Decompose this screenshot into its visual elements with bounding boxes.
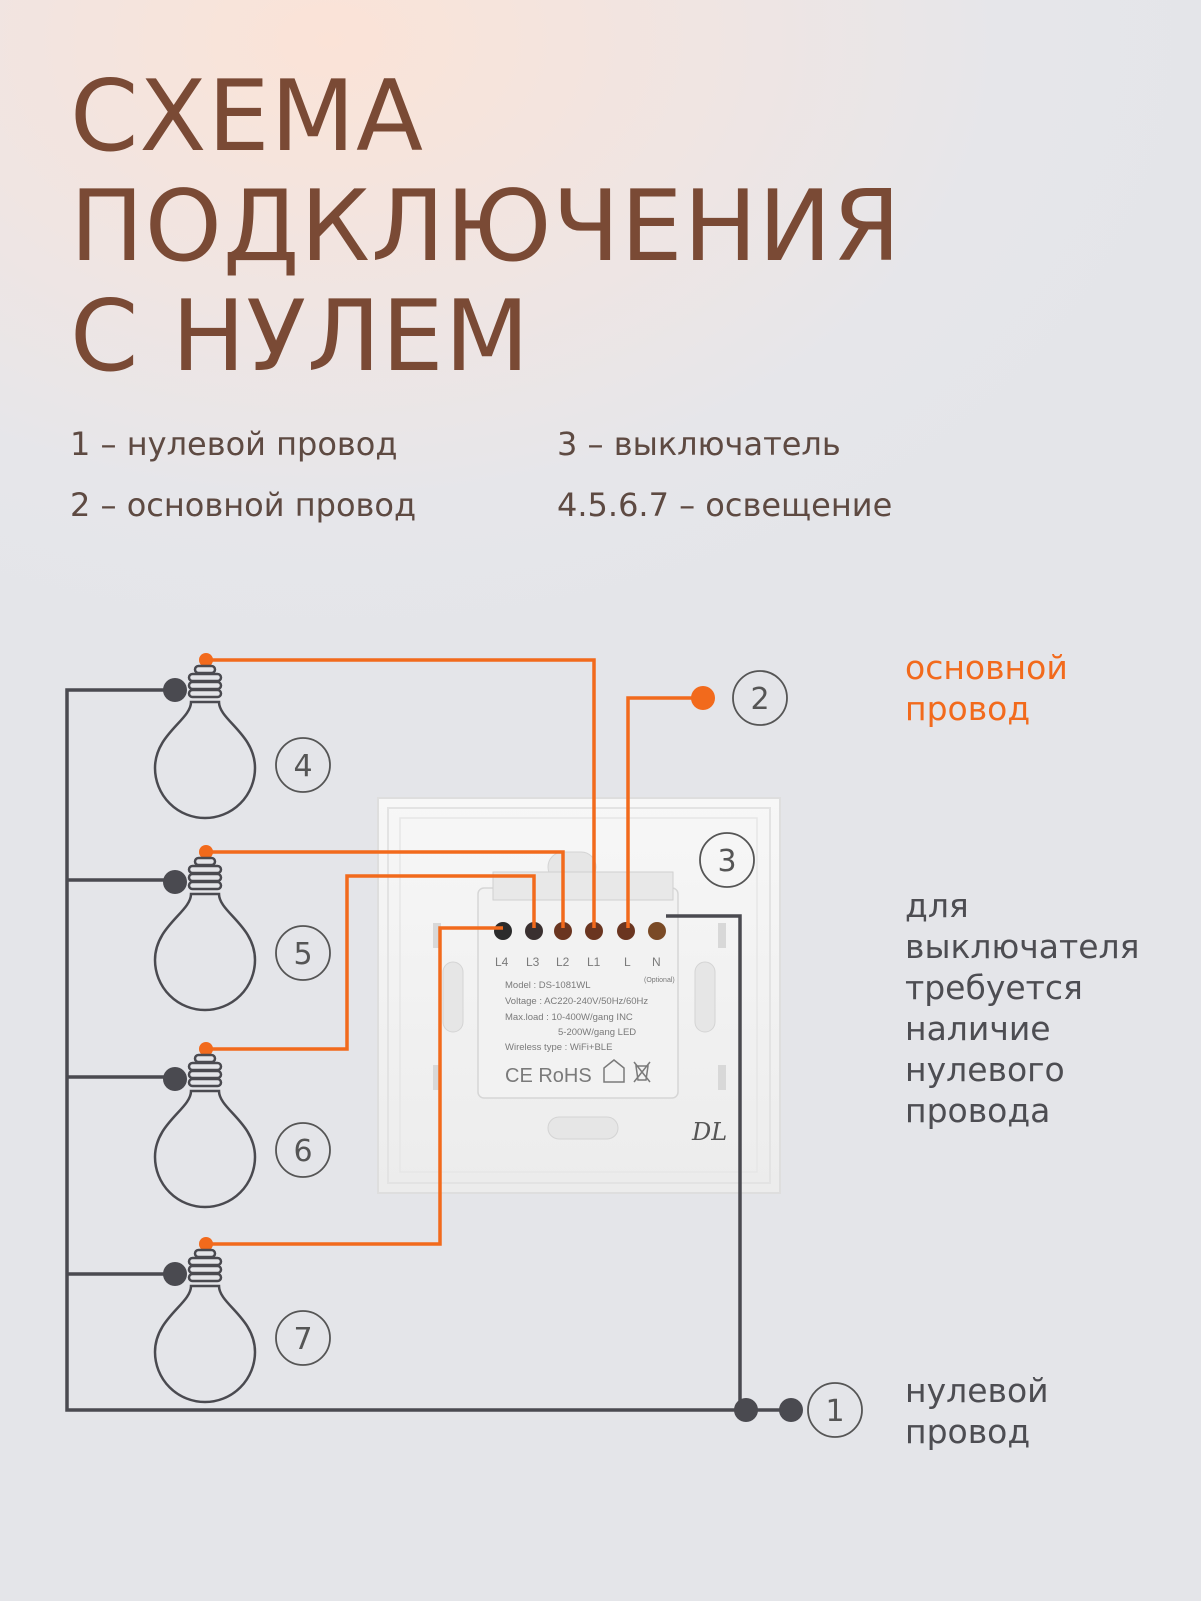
marker-switch: 3 (717, 844, 736, 879)
weee-bin-icon (633, 1061, 651, 1083)
plate-maxload-led: 5-200W/gang LED (558, 1027, 636, 1038)
wire-l1-lamp4 (205, 658, 596, 928)
terminal-screw-l2 (554, 922, 572, 940)
home-icon (603, 1059, 625, 1083)
title-line-3: С НУЛЕМ (70, 280, 531, 394)
handwritten-mark: DL (691, 1118, 727, 1146)
terminal-label-l2: L2 (556, 955, 570, 969)
neutral-wiring (65, 688, 790, 1412)
terminal-screw-l (617, 922, 635, 940)
neutral-to-switch (666, 914, 790, 1412)
page-title: СХЕМА ПОДКЛЮЧЕНИЯ С НУЛЕМ (70, 62, 902, 392)
lamp-bulb (153, 1053, 257, 1209)
marker-main: 2 (750, 682, 769, 717)
marker-lamp-6: 6 (293, 1134, 312, 1169)
lamp-bulb (153, 856, 257, 1012)
marker-lamp-4: 4 (293, 749, 312, 784)
legend-item-main: 2 – основной провод (70, 486, 417, 524)
lamps (153, 664, 257, 1404)
terminal-label-l3: L3 (526, 955, 540, 969)
neutral-bus (65, 688, 740, 1412)
main-wire-label: основной провод (905, 648, 1068, 728)
terminal-screw-l3 (525, 922, 543, 940)
terminal-label-l: L (624, 955, 631, 969)
neutral-wire-label: нулевой провод (905, 1371, 1049, 1451)
plate-maxload: Max.load : 10-400W/gang INC (505, 1012, 633, 1023)
legend-item-lighting: 4.5.6.7 – освещение (557, 486, 893, 524)
title-line-2: ПОДКЛЮЧЕНИЯ (70, 170, 902, 284)
lamp-bulb (153, 1248, 257, 1404)
wire-l4-lamp7 (205, 926, 503, 1246)
terminal-label-l1: L1 (587, 955, 601, 969)
terminal-screw-l4 (494, 922, 512, 940)
marker-lamp-7: 7 (293, 1322, 312, 1357)
plate-model: Model : DS-1081WL (505, 980, 591, 991)
wire-main-input (626, 696, 703, 928)
number-markers (275, 670, 863, 1438)
lamp-bulb (153, 664, 257, 820)
terminal-label-n: N (652, 955, 661, 969)
terminal-screw-l1 (585, 922, 603, 940)
marker-lamp-5: 5 (293, 937, 312, 972)
title-line-1: СХЕМА (70, 60, 425, 174)
switch-note-label: для выключателя требуется наличие нулево… (905, 886, 1140, 1130)
plate-wireless: Wireless type : WiFi+BLE (505, 1042, 612, 1053)
main-wiring (205, 658, 703, 1246)
plate-voltage: Voltage : AC220-240V/50Hz/60Hz (505, 996, 648, 1007)
wire-l3-lamp6 (205, 874, 536, 1051)
plate-certification-marks: CE RoHS (505, 1065, 592, 1087)
legend-item-switch: 3 – выключатель (557, 425, 841, 463)
wire-l2-lamp5 (205, 850, 565, 928)
terminal-label-l4: L4 (495, 955, 509, 969)
marker-neutral: 1 (825, 1394, 844, 1429)
optional-note: (Optional) (644, 977, 675, 984)
legend-item-neutral: 1 – нулевой провод (70, 425, 398, 463)
terminal-screw-n (648, 922, 666, 940)
